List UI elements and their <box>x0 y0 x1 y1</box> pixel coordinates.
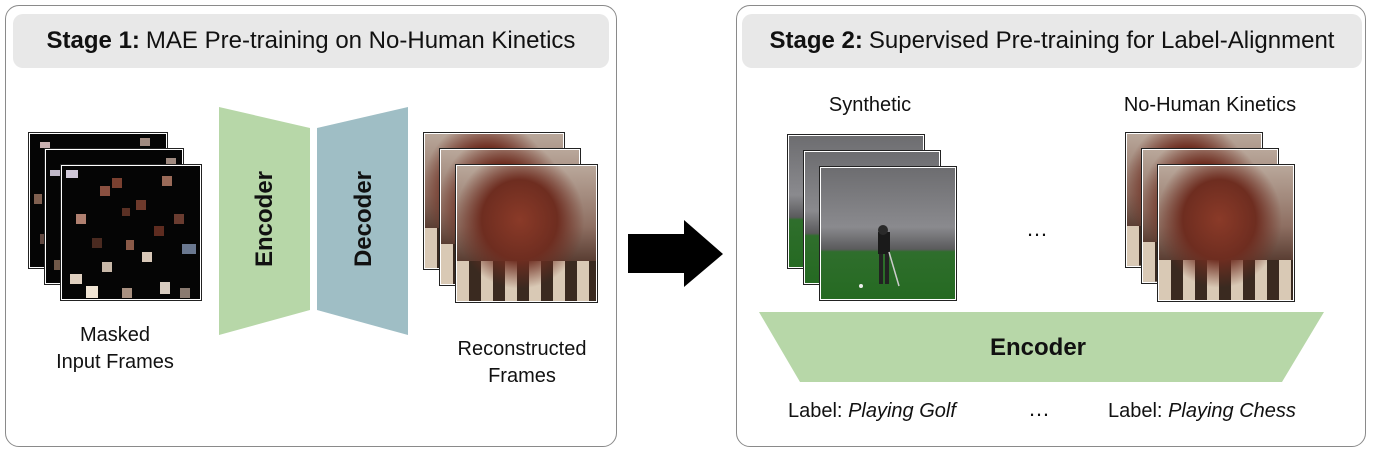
stage2-header: Stage 2: Supervised Pre-training for Lab… <box>742 14 1362 68</box>
masked-frames-label: Masked Input Frames <box>56 324 174 373</box>
frames-ellipsis: … <box>1026 216 1050 241</box>
recon-frame-3 <box>455 164 598 303</box>
stage1-title: MAE Pre-training on No-Human Kinetics <box>145 27 576 54</box>
synthetic-frame-3 <box>819 166 957 301</box>
encoder-decoder-shapes <box>219 107 408 335</box>
stage1-header: Stage 1: MAE Pre-training on No-Human Ki… <box>13 14 609 68</box>
label-golf-value: Playing Golf <box>848 400 956 422</box>
label-chess-value: Playing Chess <box>1168 400 1296 422</box>
kinetics-frame-3 <box>1157 164 1295 302</box>
label-golf: Label: Playing Golf <box>788 400 956 422</box>
stage1-encoder-label: Encoder <box>251 170 278 268</box>
stage2-encoder-label: Encoder <box>990 334 1087 361</box>
mask-patches-front <box>66 170 196 298</box>
stage1-encoder-shape <box>219 107 310 335</box>
stage2-title-bold: Stage 2: <box>769 27 863 54</box>
stage1-decoder-shape <box>317 107 408 335</box>
stage2-title: Supervised Pre-training for Label-Alignm… <box>868 27 1335 54</box>
reconstructed-frames-label: Reconstructed Frames <box>457 338 587 387</box>
stage1-title-bold: Stage 1: <box>46 27 140 54</box>
golfer-figure <box>859 225 900 288</box>
synthetic-label: Synthetic <box>828 94 912 116</box>
labels-ellipsis: … <box>1028 396 1052 421</box>
right-arrow-icon <box>628 220 723 287</box>
masked-frame-3 <box>60 164 202 301</box>
stage2-encoder-shape <box>759 312 1324 382</box>
label-chess: Label: Playing Chess <box>1108 400 1296 422</box>
no-human-kinetics-label: No-Human Kinetics <box>1123 94 1297 116</box>
stage1-decoder-label: Decoder <box>350 170 377 268</box>
